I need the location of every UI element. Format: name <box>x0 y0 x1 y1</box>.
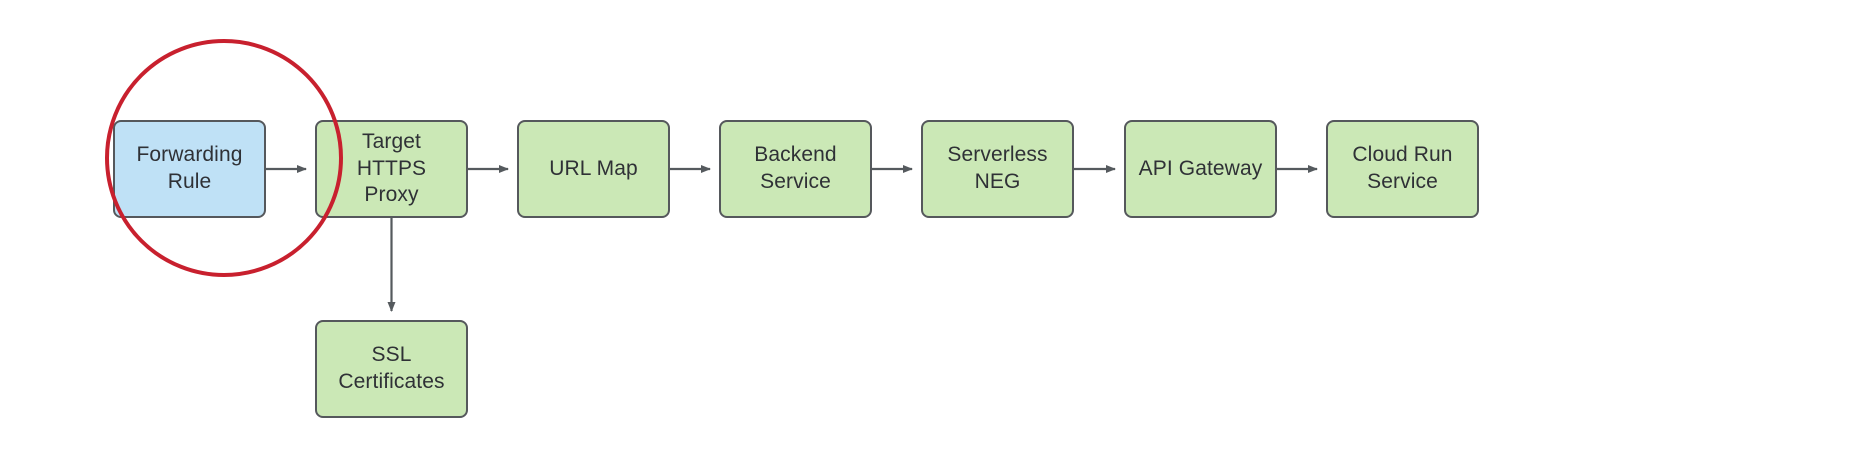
node-url-map[interactable]: URL Map <box>517 120 670 218</box>
node-label-cloud-run-service: Cloud Run Service <box>1352 143 1453 193</box>
node-label-url-map: URL Map <box>549 156 638 180</box>
node-label-backend-service: Backend Service <box>754 143 837 193</box>
node-api-gateway[interactable]: API Gateway <box>1124 120 1277 218</box>
node-label-serverless-neg: Serverless NEG <box>947 143 1048 193</box>
node-label-ssl-certificates: SSL Certificates <box>338 343 445 393</box>
node-ssl-certificates[interactable]: SSL Certificates <box>315 320 468 418</box>
highlight-circle-forwarding-rule <box>105 39 343 277</box>
node-backend-service[interactable]: Backend Service <box>719 120 872 218</box>
node-cloud-run-service[interactable]: Cloud Run Service <box>1326 120 1479 218</box>
node-serverless-neg[interactable]: Serverless NEG <box>921 120 1074 218</box>
node-label-api-gateway: API Gateway <box>1138 156 1263 180</box>
node-label-target-https-proxy: Target HTTPS Proxy <box>356 129 427 207</box>
